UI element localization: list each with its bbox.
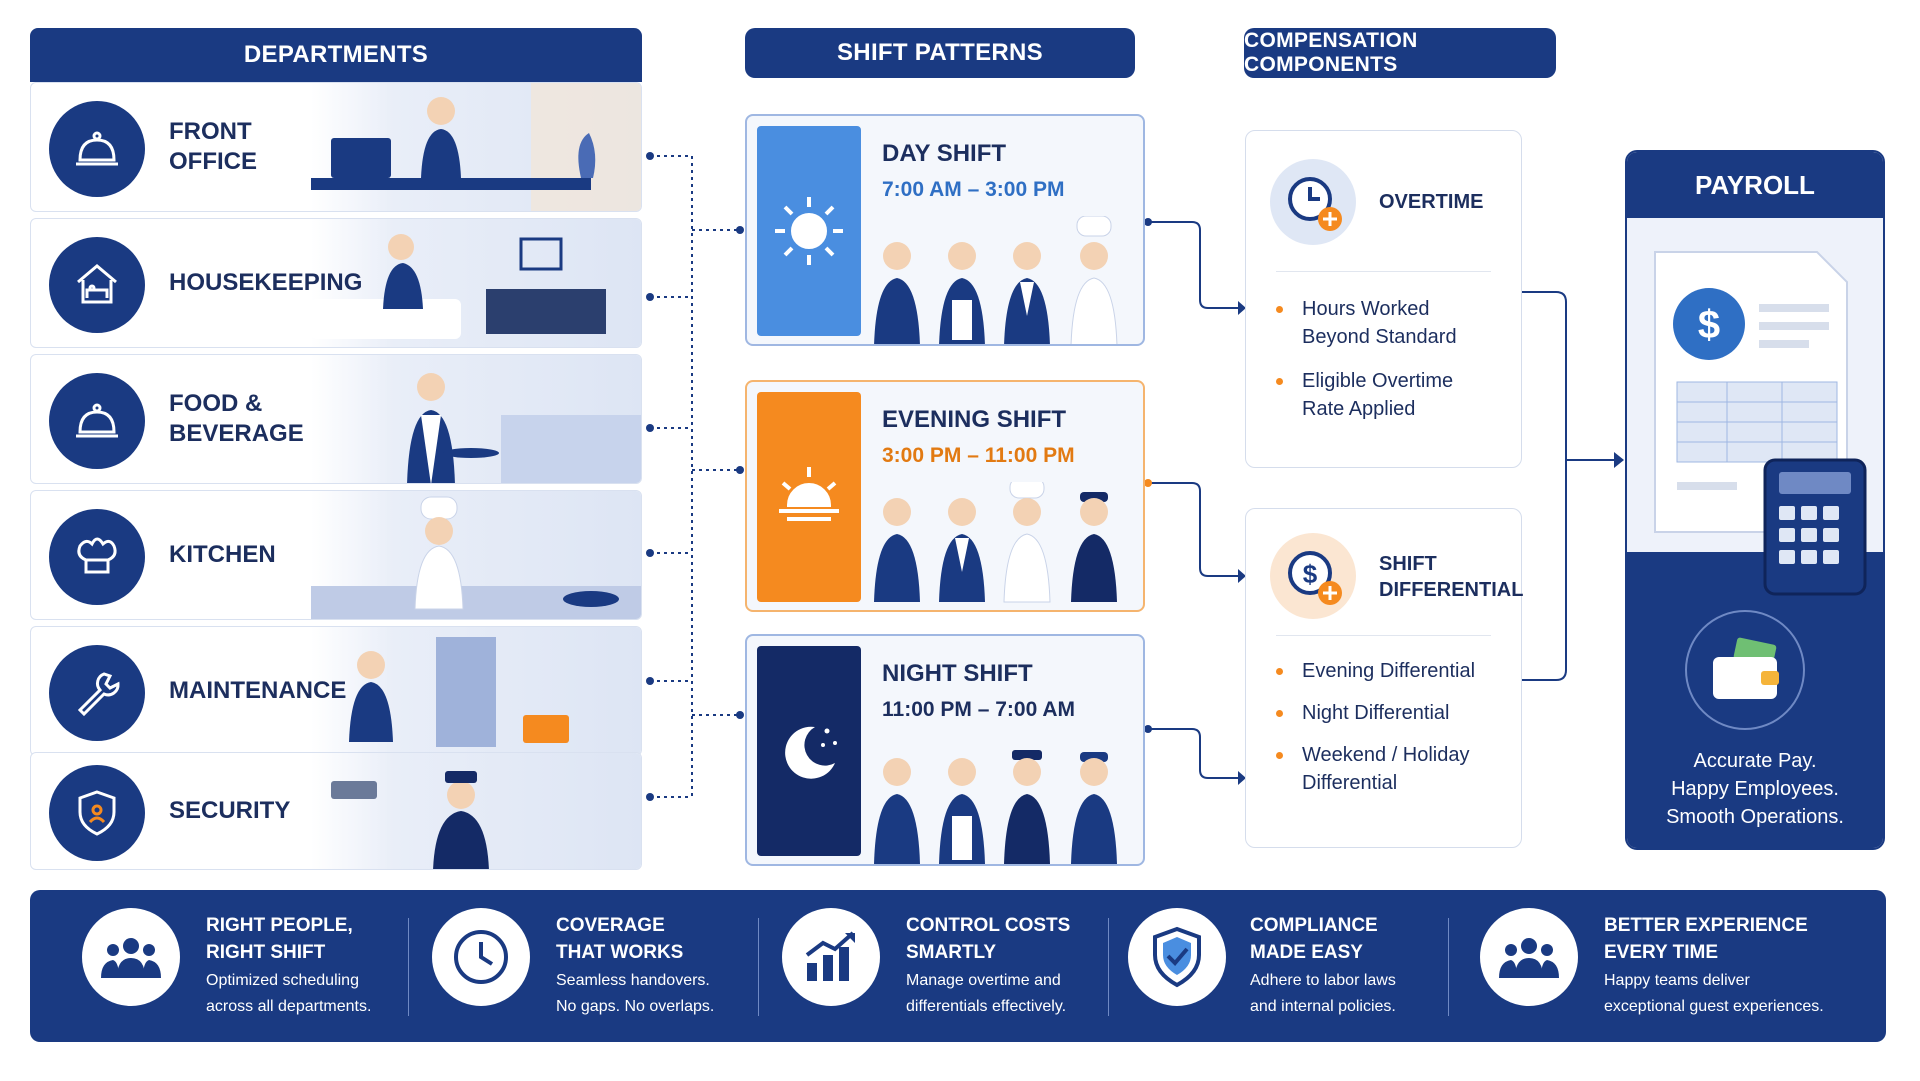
comp-card-overtime[interactable]: OVERTIME Hours Worked Beyond Standard El…	[1245, 130, 1522, 468]
differential-divider	[1276, 635, 1491, 636]
benefit-desc: Seamless handovers. No gaps. No overlaps…	[556, 972, 715, 1015]
dept-label-front-office: FRONT OFFICE	[169, 118, 257, 175]
wallet-icon	[1685, 610, 1805, 730]
maintenance-scene	[311, 627, 641, 755]
house-bed-icon	[49, 237, 145, 333]
benefit-desc: Happy teams deliver exceptional guest ex…	[1604, 972, 1824, 1015]
benefit-title: COMPLIANCE MADE EASY	[1250, 915, 1378, 963]
comp-title-overtime: OVERTIME	[1379, 191, 1484, 213]
benefit-better-experience: BETTER EXPERIENCE EVERY TIME Happy teams…	[1448, 890, 1886, 1042]
dept-label-kitchen: KITCHEN	[169, 541, 276, 568]
dept-card-kitchen[interactable]: KITCHEN	[30, 490, 642, 620]
comp-card-shift-differential[interactable]: $ SHIFT DIFFERENTIAL Evening Differentia…	[1245, 508, 1524, 848]
service-bell-icon	[49, 101, 145, 197]
benefit-coverage: COVERAGE THAT WORKS Seamless handovers. …	[408, 890, 758, 1042]
dept-label-housekeeping: HOUSEKEEPING	[169, 269, 363, 296]
benefit-title: COVERAGE THAT WORKS	[556, 915, 684, 963]
front-office-scene	[311, 83, 641, 211]
dept-card-food-beverage[interactable]: FOOD & BEVERAGE	[30, 354, 642, 484]
shift-card-day[interactable]: DAY SHIFT 7:00 AM – 3:00 PM	[745, 114, 1145, 346]
shift-patterns-header: SHIFT PATTERNS	[745, 28, 1135, 78]
sunset-icon	[757, 392, 861, 602]
chef-hat-icon	[49, 509, 145, 605]
dollar-plus-icon: $	[1270, 533, 1356, 619]
wrench-icon	[49, 645, 145, 741]
shield-check-icon	[1128, 908, 1226, 1006]
clock-icon	[432, 908, 530, 1006]
comp-title-shift-differential: SHIFT DIFFERENTIAL	[1379, 553, 1524, 601]
shift-card-evening[interactable]: EVENING SHIFT 3:00 PM – 11:00 PM	[745, 380, 1145, 612]
team-icon	[1480, 908, 1578, 1006]
benefit-separator	[1448, 918, 1449, 1016]
benefit-separator	[1108, 918, 1109, 1016]
benefit-desc: Optimized scheduling across all departme…	[206, 972, 372, 1015]
food-beverage-scene	[311, 355, 641, 483]
payroll-tagline: Accurate Pay. Happy Employees. Smooth Op…	[1666, 750, 1844, 828]
shift-card-night[interactable]: NIGHT SHIFT 11:00 PM – 7:00 AM	[745, 634, 1145, 866]
shift-time-night: 11:00 PM – 7:00 AM	[882, 698, 1075, 721]
shift-title-night: NIGHT SHIFT	[882, 660, 1033, 687]
benefit-title: BETTER EXPERIENCE EVERY TIME	[1604, 915, 1808, 963]
moon-icon	[757, 646, 861, 856]
benefits-banner: RIGHT PEOPLE, RIGHT SHIFT Optimized sche…	[30, 890, 1886, 1042]
kitchen-scene	[311, 491, 641, 619]
shift-title-evening: EVENING SHIFT	[882, 406, 1067, 433]
calculator-icon	[1763, 458, 1867, 596]
payroll-header: PAYROLL	[1627, 152, 1883, 218]
dept-card-security[interactable]: SECURITY	[30, 752, 642, 870]
dept-card-housekeeping[interactable]: HOUSEKEEPING	[30, 218, 642, 348]
benefit-separator	[408, 918, 409, 1016]
shift-title-day: DAY SHIFT	[882, 140, 1007, 167]
differential-bullet: Evening Differential	[1276, 657, 1475, 685]
overtime-bullet: Hours Worked Beyond Standard	[1276, 295, 1457, 351]
dept-card-maintenance[interactable]: MAINTENANCE	[30, 626, 642, 756]
evening-staff-illustration	[874, 482, 1117, 603]
team-icon	[82, 908, 180, 1006]
clock-plus-icon	[1270, 159, 1356, 245]
benefit-right-people: RIGHT PEOPLE, RIGHT SHIFT Optimized sche…	[30, 890, 380, 1042]
differential-bullet: Weekend / Holiday Differential	[1276, 741, 1470, 797]
overtime-bullet: Eligible Overtime Rate Applied	[1276, 367, 1453, 423]
benefit-separator	[758, 918, 759, 1016]
benefit-desc: Adhere to labor laws and internal polici…	[1250, 972, 1396, 1015]
benefit-desc: Manage overtime and differentials effect…	[906, 972, 1067, 1015]
svg-text:$: $	[1698, 303, 1720, 347]
cloche-icon	[49, 373, 145, 469]
departments-header: DEPARTMENTS	[30, 28, 642, 82]
benefit-compliance: COMPLIANCE MADE EASY Adhere to labor law…	[1108, 890, 1448, 1042]
sun-icon	[757, 126, 861, 336]
growth-chart-icon	[782, 908, 880, 1006]
differential-bullet: Night Differential	[1276, 699, 1449, 727]
day-staff-illustration	[874, 216, 1118, 344]
security-scene	[311, 753, 641, 869]
dept-label-food-beverage: FOOD & BEVERAGE	[169, 390, 304, 447]
dept-label-security: SECURITY	[169, 797, 291, 824]
shift-time-day: 7:00 AM – 3:00 PM	[882, 178, 1065, 201]
benefit-title: RIGHT PEOPLE, RIGHT SHIFT	[206, 915, 353, 963]
shift-time-evening: 3:00 PM – 11:00 PM	[882, 444, 1075, 467]
night-staff-illustration	[874, 750, 1117, 864]
svg-text:$: $	[1303, 559, 1318, 589]
dept-label-maintenance: MAINTENANCE	[169, 677, 347, 704]
benefit-title: CONTROL COSTS SMARTLY	[906, 915, 1071, 963]
dept-card-front-office[interactable]: FRONT OFFICE	[30, 82, 642, 212]
benefit-control-costs: CONTROL COSTS SMARTLY Manage overtime an…	[758, 890, 1108, 1042]
overtime-divider	[1276, 271, 1491, 272]
shield-icon	[49, 765, 145, 861]
housekeeping-scene	[311, 219, 641, 347]
compensation-header: COMPENSATION COMPONENTS	[1244, 28, 1556, 78]
payroll-panel[interactable]: PAYROLL $ Accurate Pay. Happy Employees.…	[1625, 150, 1885, 850]
